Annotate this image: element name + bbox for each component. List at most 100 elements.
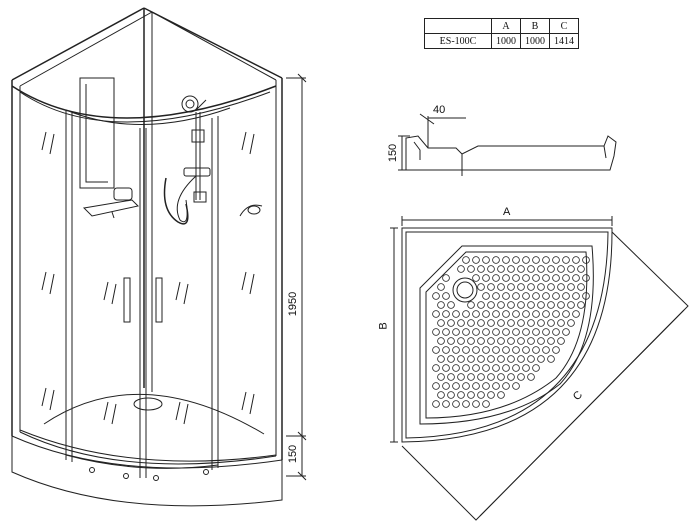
tray-dot (437, 301, 445, 309)
tray-dot (517, 373, 525, 381)
tray-dot (502, 274, 510, 282)
tray-dot (537, 265, 545, 273)
tray-dot (542, 346, 550, 354)
tray-dot (497, 373, 505, 381)
tray-dot (472, 382, 480, 390)
tray-dot (492, 310, 500, 318)
tray-dot (522, 274, 530, 282)
tray-dot (527, 301, 535, 309)
tray-dot (512, 274, 520, 282)
tray-dot (492, 256, 500, 264)
tray-dot (467, 391, 475, 399)
tray-dot (547, 283, 555, 291)
tray-dot (507, 265, 515, 273)
tray-dot (462, 256, 470, 264)
tray-dot (477, 337, 485, 345)
tray-dot (507, 319, 515, 327)
tray-dot (457, 337, 465, 345)
tray-dot (452, 364, 460, 372)
tray-dot (497, 319, 505, 327)
tray-dot (512, 310, 520, 318)
tray-dot (527, 355, 535, 363)
tray-dot (432, 346, 440, 354)
tray-dot (522, 310, 530, 318)
tray-dot (577, 283, 585, 291)
tray-dot (472, 364, 480, 372)
tray-dot (477, 265, 485, 273)
tray-dot (512, 328, 520, 336)
tray-dot (517, 337, 525, 345)
tray-dot (447, 337, 455, 345)
tray-dot (517, 265, 525, 273)
tray-dot (487, 391, 495, 399)
tray-dot (492, 292, 500, 300)
tray-dot (477, 283, 485, 291)
tray-dot (562, 256, 570, 264)
tray-dot (447, 355, 455, 363)
tray-dot (507, 283, 515, 291)
tray-dot (552, 346, 560, 354)
dimension-tray-height: 150 (287, 444, 300, 464)
tray-dot (457, 355, 465, 363)
tray-dot (507, 373, 515, 381)
tray-dot (537, 355, 545, 363)
tray-dot (532, 292, 540, 300)
tray-dot (497, 337, 505, 345)
tray-dot (442, 382, 450, 390)
tray-dot (432, 400, 440, 408)
tray-dot (582, 292, 590, 300)
tray-dot (537, 301, 545, 309)
tray-dot (502, 328, 510, 336)
tray-dot (432, 382, 440, 390)
tray-dot (487, 265, 495, 273)
tray-dot (507, 355, 515, 363)
tray-dot (492, 364, 500, 372)
tray-dot (552, 310, 560, 318)
tray-dot (517, 283, 525, 291)
tray-dot (572, 292, 580, 300)
tray-dot (447, 391, 455, 399)
tray-dot (477, 373, 485, 381)
tray-dot (457, 391, 465, 399)
tray-dot (557, 283, 565, 291)
spec-header-b: B (520, 18, 550, 34)
tray-dot (557, 265, 565, 273)
tray-dot (532, 274, 540, 282)
tray-dot (482, 256, 490, 264)
tray-dot (562, 292, 570, 300)
tray-dot (472, 328, 480, 336)
tray-profile-view (398, 113, 617, 176)
tray-dot (502, 364, 510, 372)
tray-dot (462, 382, 470, 390)
tray-dot (567, 283, 575, 291)
tray-dot (552, 274, 560, 282)
tray-dot (482, 274, 490, 282)
tray-dot (437, 283, 445, 291)
tray-dot (477, 391, 485, 399)
tray-dot (562, 310, 570, 318)
tray-dot (492, 328, 500, 336)
tray-dot (532, 328, 540, 336)
tray-dot (502, 382, 510, 390)
tray-dot (522, 328, 530, 336)
tray-dot (467, 301, 475, 309)
tray-dot (442, 346, 450, 354)
tray-dot (527, 283, 535, 291)
tray-dot (502, 310, 510, 318)
tray-dot (577, 265, 585, 273)
tray-dot (482, 364, 490, 372)
tray-dot (472, 256, 480, 264)
tray-dot (572, 274, 580, 282)
tray-dot (562, 328, 570, 336)
tray-dot (437, 355, 445, 363)
tray-dot (502, 292, 510, 300)
tray-dot (452, 328, 460, 336)
tray-dot (432, 328, 440, 336)
tray-dot (487, 319, 495, 327)
tray-dot (557, 337, 565, 345)
tray-dot (447, 319, 455, 327)
tray-dot (567, 301, 575, 309)
tray-dot (537, 283, 545, 291)
tray-dot (497, 301, 505, 309)
tray-dot (542, 328, 550, 336)
